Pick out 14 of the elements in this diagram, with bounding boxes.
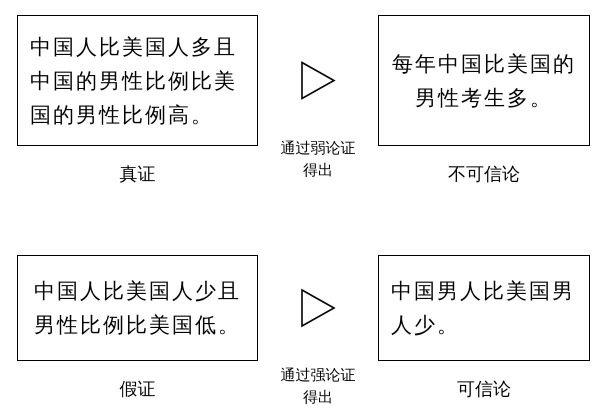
box-text: 中国人比美国人少且男性比例比美国低。 [33, 278, 242, 339]
box-caption: 真证 [118, 163, 156, 186]
text-box [378, 15, 590, 146]
triangle-arrow [301, 288, 336, 328]
box-caption: 可信论 [456, 378, 512, 401]
text-box [17, 255, 258, 361]
box-text: 每年中国比美国的男性考生多。 [391, 50, 577, 112]
box-text: 中国男人比美国男人少。 [390, 278, 576, 339]
triangle-arrow [301, 61, 336, 100]
text-box [17, 15, 258, 146]
text-box [378, 255, 590, 361]
box-caption: 假证 [118, 378, 156, 401]
box-caption: 不可信论 [447, 163, 521, 186]
box-text: 中国人比美国人多且中国的男性比例比美国的男性比例高。 [29, 34, 238, 128]
